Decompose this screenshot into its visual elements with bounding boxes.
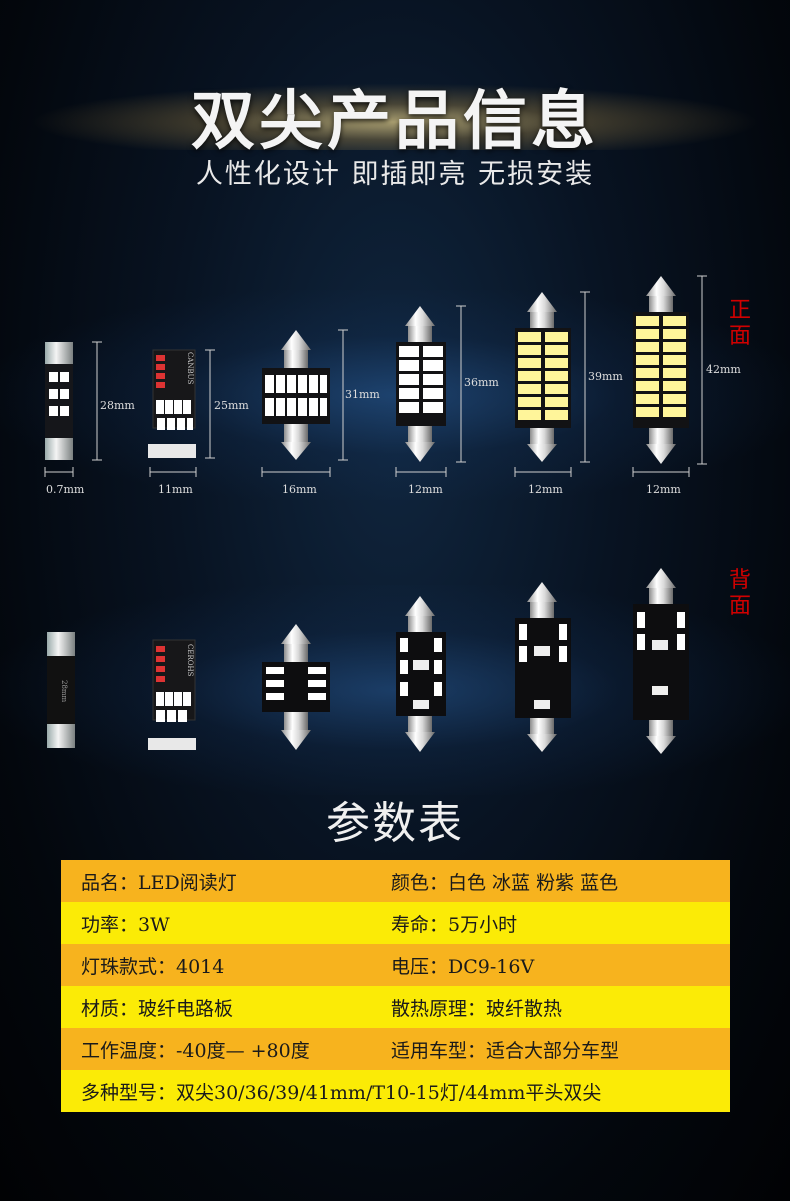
- front-bulbs-illustration: CANBUS: [44, 275, 707, 477]
- dim-31mm: 31mm: [345, 388, 380, 401]
- t10-back-text: CEROHS: [186, 644, 194, 677]
- table-row: 材质：玻纤电路板 散热原理：玻纤散热: [61, 986, 730, 1028]
- bulb-42mm-back: [633, 568, 689, 754]
- page-subtitle: 人性化设计 即插即亮 无损安装: [195, 159, 595, 190]
- bulb-t10-front: [148, 349, 196, 458]
- dim-36mm: 36mm: [464, 376, 499, 389]
- dim-11mm: 11mm: [158, 483, 193, 496]
- page-title: 双尖产品信息: [191, 85, 599, 159]
- param-power: 功率：3W: [61, 902, 391, 944]
- bulb-t10-back: [148, 639, 196, 750]
- back-label: 背面: [728, 568, 751, 619]
- param-models: 多种型号：双尖30/36/39/41mm/T10-15灯/44mm平头双尖: [61, 1070, 730, 1112]
- table-row: 多种型号：双尖30/36/39/41mm/T10-15灯/44mm平头双尖: [61, 1070, 730, 1112]
- bulb-39mm-front: [515, 292, 571, 462]
- front-label: 正面: [728, 298, 751, 349]
- param-material: 材质：玻纤电路板: [61, 986, 391, 1028]
- t10-canbus-text: CANBUS: [186, 352, 194, 385]
- bulb-42mm-front: [633, 276, 689, 464]
- table-row: 工作温度：-40度— +80度 适用车型：适合大部分车型: [61, 1028, 730, 1070]
- table-row: 品名：LED阅读灯 颜色：白色 冰蓝 粉紫 蓝色: [61, 860, 730, 902]
- table-row: 功率：3W 寿命：5万小时: [61, 902, 730, 944]
- table-row: 灯珠款式：4014 电压：DC9-16V: [61, 944, 730, 986]
- bulb-31mm-back: [262, 624, 330, 750]
- param-cooling: 散热原理：玻纤散热: [391, 986, 730, 1028]
- bulb-fuse-front: [45, 342, 73, 460]
- param-led-type: 灯珠款式：4014: [61, 944, 391, 986]
- param-voltage: 电压：DC9-16V: [391, 944, 730, 986]
- dim-28mm: 28mm: [100, 399, 135, 412]
- bulb-31mm-front: [262, 330, 330, 460]
- dim-39mm: 39mm: [588, 370, 623, 383]
- param-vehicles: 适用车型：适合大部分车型: [391, 1028, 730, 1070]
- params-table: 品名：LED阅读灯 颜色：白色 冰蓝 粉紫 蓝色 功率：3W 寿命：5万小时 灯…: [61, 860, 730, 1112]
- dim-12mm-b: 12mm: [528, 483, 563, 496]
- bulb-36mm-back: [396, 596, 446, 752]
- param-lifespan: 寿命：5万小时: [391, 902, 730, 944]
- dim-0-7mm: 0.7mm: [46, 483, 85, 496]
- dim-42mm: 42mm: [706, 363, 741, 376]
- bulb-39mm-back: [515, 582, 571, 752]
- bulb-36mm-front: [396, 306, 446, 462]
- dim-12mm-c: 12mm: [646, 483, 681, 496]
- title-glow: [0, 80, 790, 150]
- bulb-fuse-back: [47, 632, 75, 748]
- dim-12mm-a: 12mm: [408, 483, 443, 496]
- dim-25mm: 25mm: [214, 399, 249, 412]
- param-color: 颜色：白色 冰蓝 粉紫 蓝色: [391, 860, 730, 902]
- fuse-back-text: 28mm: [60, 680, 68, 703]
- param-name: 品名：LED阅读灯: [61, 860, 391, 902]
- params-title: 参数表: [326, 798, 464, 849]
- front-dimension-lines: [44, 275, 707, 477]
- dim-16mm: 16mm: [282, 483, 317, 496]
- param-temperature: 工作温度：-40度— +80度: [61, 1028, 391, 1070]
- back-bulbs-illustration: 28mm CEROHS: [47, 568, 689, 754]
